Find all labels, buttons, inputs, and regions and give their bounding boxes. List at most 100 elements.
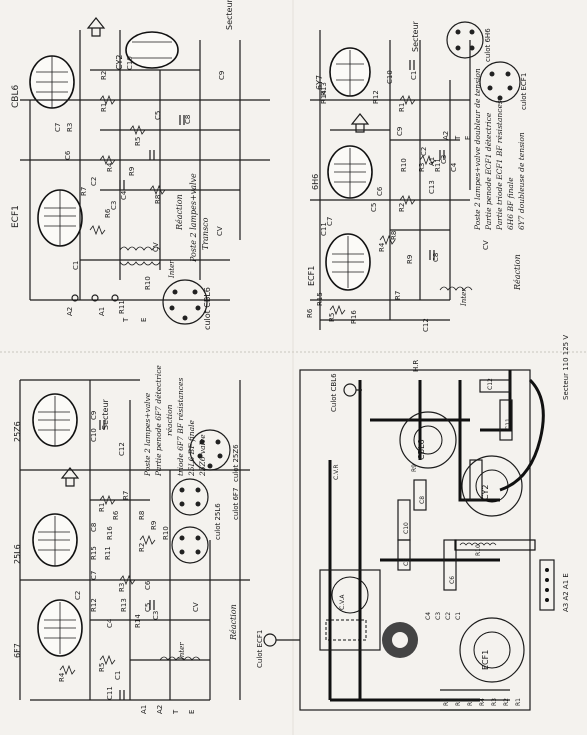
tube-label-cy2: CY2: [115, 55, 124, 70]
cv-label-1: CV: [152, 242, 160, 252]
part-label: R10: [144, 276, 152, 290]
reaction-label: Réaction: [175, 194, 184, 231]
part-label: R6: [455, 698, 462, 706]
part-label: R4: [106, 162, 114, 172]
socket-label-25l6: culot 25L6: [214, 503, 222, 540]
part-label: C9: [396, 127, 404, 136]
part-label: A1: [428, 157, 436, 166]
part-label: R1: [98, 503, 106, 512]
part-label: C8: [184, 115, 192, 124]
caption-line-2: Partie penode 6F7 détectrice: [154, 365, 163, 477]
part-label: R6: [112, 510, 120, 520]
part-label: C4: [450, 162, 458, 172]
part-label: R6: [306, 308, 314, 318]
part-label: R7: [394, 291, 402, 300]
tube-label-ecf1: ECF1: [307, 266, 316, 286]
part-label: C7: [54, 123, 62, 132]
part-label: R3: [118, 583, 126, 592]
tube-label-6h6: 6H6: [311, 174, 320, 190]
part-label: C5: [154, 111, 162, 120]
part-label: R4: [58, 672, 66, 682]
caption-line-2: Transco: [201, 217, 210, 250]
part-label: C3: [110, 201, 118, 210]
mains-label: Secteur: [101, 398, 110, 430]
schematic-voltage-doubler: ECF1 6H6 6Y7 Secteur culot 6H6 culot ECF…: [306, 20, 528, 332]
mains-label: Secteur 110 125 V: [562, 335, 570, 400]
tube-cy2: [125, 31, 179, 69]
part-label: R4: [479, 698, 486, 706]
part-label: C5: [144, 603, 152, 612]
part-label: A1: [98, 307, 106, 316]
part-label: C10: [126, 56, 134, 70]
part-label: E: [464, 136, 472, 140]
socket-ecf1: [479, 61, 521, 103]
reaction-label: Réaction: [513, 254, 522, 291]
part-label: R11: [104, 546, 112, 560]
part-label: R7: [80, 187, 88, 196]
part-label: E: [188, 710, 196, 714]
part-label: R15: [90, 546, 98, 560]
caption-line-5: 6Y7 doubleuse de tension: [517, 132, 526, 230]
caption-line-3: réaction: [165, 404, 174, 436]
caption-line-1: Poste 2 lampes+valve doubleur de tension: [473, 68, 482, 231]
part-label: T: [122, 317, 130, 323]
socket-25l6: [171, 478, 209, 516]
part-label: C10: [90, 428, 98, 442]
part-label: C10: [386, 70, 394, 84]
part-label: R3: [66, 123, 74, 132]
switch-label: Inter: [460, 288, 468, 307]
part-label: R10: [162, 526, 170, 540]
part-label: C3: [440, 155, 448, 164]
speaker-icon: [86, 17, 106, 37]
part-label: R16: [350, 310, 358, 324]
speaker-icon: [60, 467, 80, 487]
culot-ecf1-label: Culot ECF1: [256, 630, 264, 668]
part-label: C9: [218, 71, 226, 80]
part-label: R7: [122, 491, 130, 500]
part-label: R9: [150, 521, 158, 530]
part-label: R5: [467, 698, 474, 706]
part-label: C12: [118, 442, 126, 456]
part-label: C1: [410, 71, 418, 80]
part-label: R14: [134, 614, 142, 628]
switch-label: Inter: [178, 642, 186, 661]
ecf1-label: ECF1: [481, 650, 490, 670]
tube-label-6y7: 6Y7: [315, 75, 324, 90]
part-label: T: [172, 709, 180, 715]
socket-label-25z6: culot 25Z6: [232, 444, 240, 482]
part-label: A2: [66, 307, 74, 316]
part-label: C6: [64, 150, 72, 160]
cv-label: CV: [192, 602, 200, 612]
part-label: R14: [320, 90, 328, 104]
part-label: R8: [154, 195, 162, 204]
culot-cbl6-label: Culot CBL6: [330, 373, 338, 412]
part-label: C2: [420, 147, 428, 156]
cbl6-label: CBL6: [417, 439, 426, 460]
part-label: C1: [72, 261, 80, 270]
caption-line-4: 6H6 BF finale: [506, 177, 515, 230]
part-label: R6: [104, 208, 112, 218]
reaction-label: Réaction: [229, 604, 238, 641]
part-label: C11: [505, 418, 512, 430]
part-label: C3: [152, 611, 160, 620]
part-label: C8: [90, 523, 98, 532]
part-label: C13: [428, 180, 436, 194]
socket-cy2: [461, 455, 523, 517]
part-label: R16: [106, 526, 114, 540]
switch-label: Inter: [168, 260, 176, 279]
part-label: C12: [487, 378, 494, 390]
part-label: C8: [432, 253, 440, 262]
part-label: C7: [326, 217, 334, 226]
part-label: R15: [316, 292, 324, 306]
part-label: R13: [320, 82, 328, 96]
socket-label-6h6: culot 6H6: [484, 28, 492, 62]
socket-label: culot CBL6: [203, 287, 212, 330]
part-label: C12: [422, 318, 430, 332]
caption-line-4: triode 6F7 BF résistances: [176, 378, 185, 476]
part-label: C1: [114, 671, 122, 680]
part-label: A2: [156, 705, 164, 714]
part-label: R10: [475, 544, 482, 556]
caption-line-1: Poste 2 lampes+valve: [143, 392, 152, 477]
socket-cbl6: [399, 411, 457, 469]
